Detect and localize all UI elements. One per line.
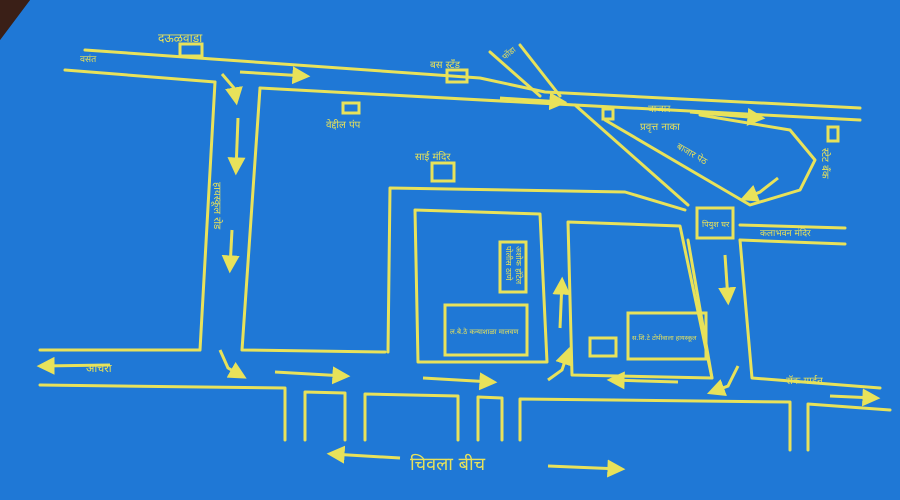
arrow-curve-right [706, 365, 740, 397]
buildings [178, 42, 840, 361]
road-triangle [603, 113, 817, 207]
road-bottom-far-right [806, 402, 892, 452]
arrow-top-right-2 [499, 92, 568, 111]
arrow-top-right-1 [239, 66, 311, 85]
direction-arrows [36, 66, 881, 478]
road-left-inner [240, 86, 387, 354]
block-right-school [566, 220, 714, 380]
arrow-down-left-2 [221, 229, 240, 274]
label-shop-box: पियुश घर [702, 219, 730, 230]
building-shop [695, 206, 735, 240]
building-right [826, 125, 840, 143]
road-right-horizontal [738, 238, 847, 246]
arrow-curve-bottom-left [218, 349, 247, 379]
road-bottom-right [518, 397, 792, 452]
roads [38, 43, 892, 452]
label-center-inner-vertical: अशोक हॉटेल [514, 246, 524, 285]
road-bottom-mid1 [363, 392, 460, 442]
road-fonda-left [488, 50, 542, 98]
arrow-bottom-right-2 [422, 372, 498, 391]
road-left-outer [38, 80, 217, 352]
arrow-beach-right [547, 459, 626, 478]
label-school-left: ल.बे.ठे कन्याशाळा मालवण [450, 327, 519, 336]
building-school-right [626, 311, 708, 361]
road-top-lower [63, 68, 217, 84]
label-bottom-beach: चिवला बीच [410, 453, 486, 475]
arrow-bottom-right-1 [274, 366, 351, 385]
card-top-edge [0, 0, 30, 40]
arrow-top-right-3 [689, 107, 766, 126]
arrow-triangle [739, 176, 779, 202]
building-school-left [443, 303, 529, 357]
arrow-up-center [552, 276, 571, 329]
arrow-beach-left [326, 445, 401, 464]
arrow-down-left-1 [227, 117, 246, 176]
label-far-left-road: वसंत [80, 54, 97, 65]
road-top-upper [83, 48, 862, 110]
road-bottom-lower [303, 390, 347, 442]
label-temple: साई मंदिर [415, 151, 451, 163]
label-bazar: बाजार [648, 104, 671, 115]
road-inner-top [386, 186, 687, 354]
arrow-curve-center-up [547, 346, 573, 382]
label-bus-stop: बस स्टँड [430, 59, 461, 71]
building-hotel [341, 101, 361, 115]
building-bus-stand [445, 68, 469, 84]
road-right-horizontal-2 [738, 223, 847, 230]
road-bottom-mid2 [476, 395, 504, 442]
label-police: पोलीस ठाणे [504, 246, 514, 281]
building-small-center [588, 336, 618, 358]
label-junction-name: प्रवृत्त नाका [640, 122, 680, 133]
building-top-left [178, 42, 204, 58]
block-left-school [413, 208, 549, 364]
building-bazar [601, 107, 615, 121]
arrow-left-exit [36, 356, 111, 375]
label-left-exit: आचरा [86, 362, 112, 375]
label-kalabhavan: कलाभवन मंदिर [760, 227, 811, 239]
label-top-left-place: दऊळवाडा [158, 31, 203, 45]
arrow-right-exit [829, 388, 881, 407]
label-left-vertical-road: हायस्कूल रोड [211, 182, 223, 230]
arrow-down-right [718, 254, 737, 306]
road-bottom-upper [38, 383, 287, 442]
road-top-junction-diag [573, 103, 690, 207]
road-center-vertical-2 [738, 238, 882, 390]
road-fonda-right [518, 43, 562, 98]
label-school-right: स.शि.टे टोपीवाला हायस्कूल [632, 334, 697, 342]
label-rock-garden: रॉक गार्डन [786, 375, 823, 387]
label-right-vertical: स्टेट बँक [819, 148, 831, 179]
arrow-left-bottom-right [606, 371, 679, 390]
building-temple [430, 161, 456, 183]
label-hotel-box: वेद्दील पंप [326, 119, 361, 131]
arrow-curve-top-left [220, 73, 243, 106]
building-police [498, 240, 528, 294]
